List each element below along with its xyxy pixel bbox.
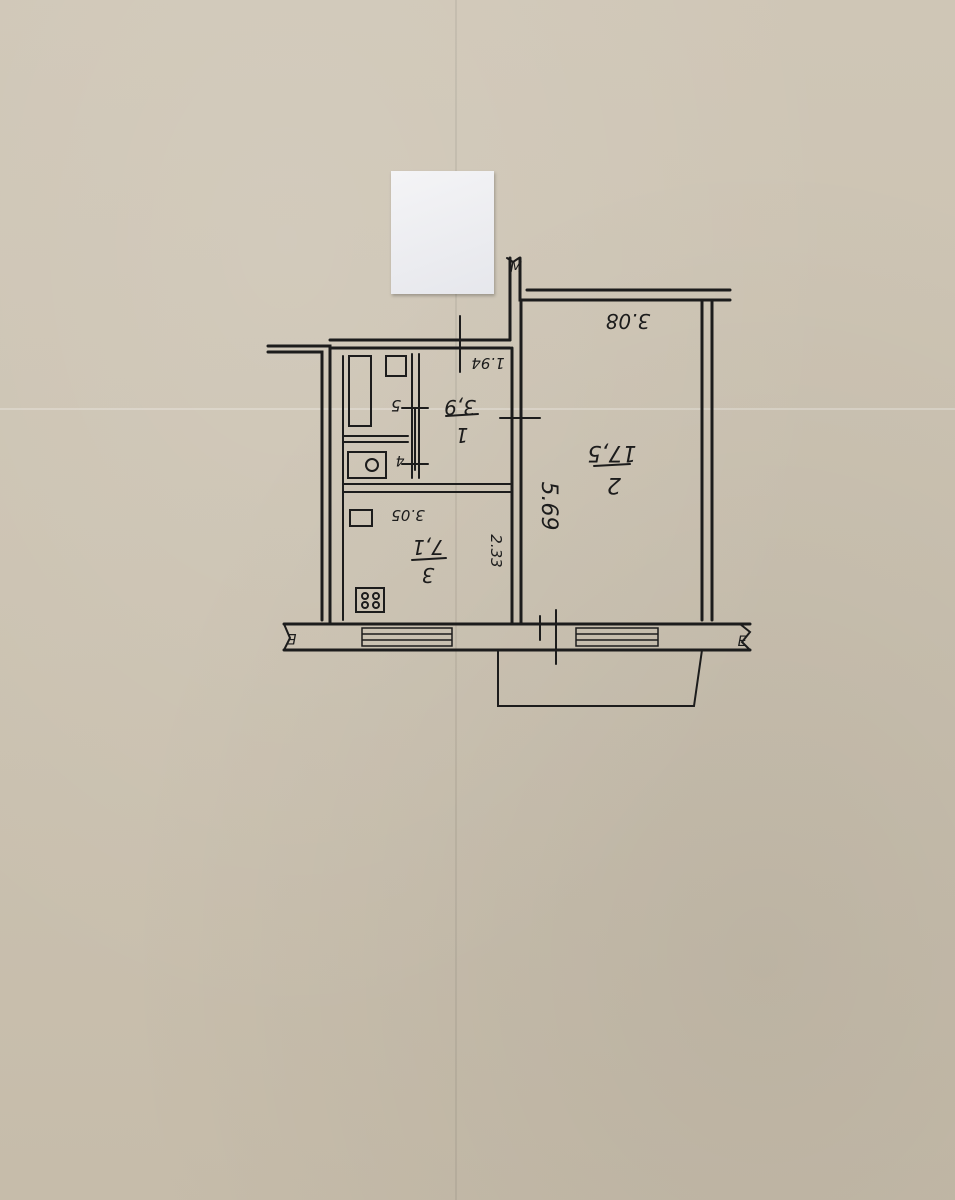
bathtub [348,355,372,427]
dimension-kitchen-width: 3.05 [391,506,424,524]
dimension-labels: 3.08 5.69 1.94 3.05 2.33 [391,309,650,568]
bathroom-labels: 5 4 [391,396,405,468]
room-labels: 3,9 1 17,5 2 7,1 3 [411,395,637,587]
sink [385,355,407,377]
stove [355,587,385,613]
dimension-top-right: 3.08 [606,309,651,333]
tick-marks [401,315,557,665]
interior-partitions [342,298,523,626]
east-edge-mark: E [738,634,747,650]
paper-fold-horizontal [0,408,955,410]
room2-number: 2 [607,472,621,497]
kitchen-fixtures [349,509,385,613]
kitchen-sink [349,509,373,527]
balcony [497,649,703,707]
dimension-kitchen-depth: 2.33 [487,534,505,567]
room2-area: 17,5 [588,440,637,465]
room3-number: 3 [422,563,435,587]
paper-fold-vertical [455,0,457,1200]
room1-number: 1 [456,423,469,447]
bathroom-fixtures [347,355,407,479]
room3-area: 7,1 [412,535,444,559]
windows [361,627,659,647]
bath-label: 5 [391,396,401,415]
kitchen-window [361,627,453,647]
toilet [347,451,387,479]
room-window [575,627,659,647]
outer-walls [266,256,752,652]
dimension-corridor: 1.94 [471,354,504,372]
white-sticker [391,171,494,294]
north-edge-mark: M [510,260,522,276]
edge-marks: M E E [287,260,746,650]
toilet-label: 4 [396,452,405,468]
west-edge-mark: E [287,630,296,646]
dimension-room2-length: 5.69 [536,482,561,531]
